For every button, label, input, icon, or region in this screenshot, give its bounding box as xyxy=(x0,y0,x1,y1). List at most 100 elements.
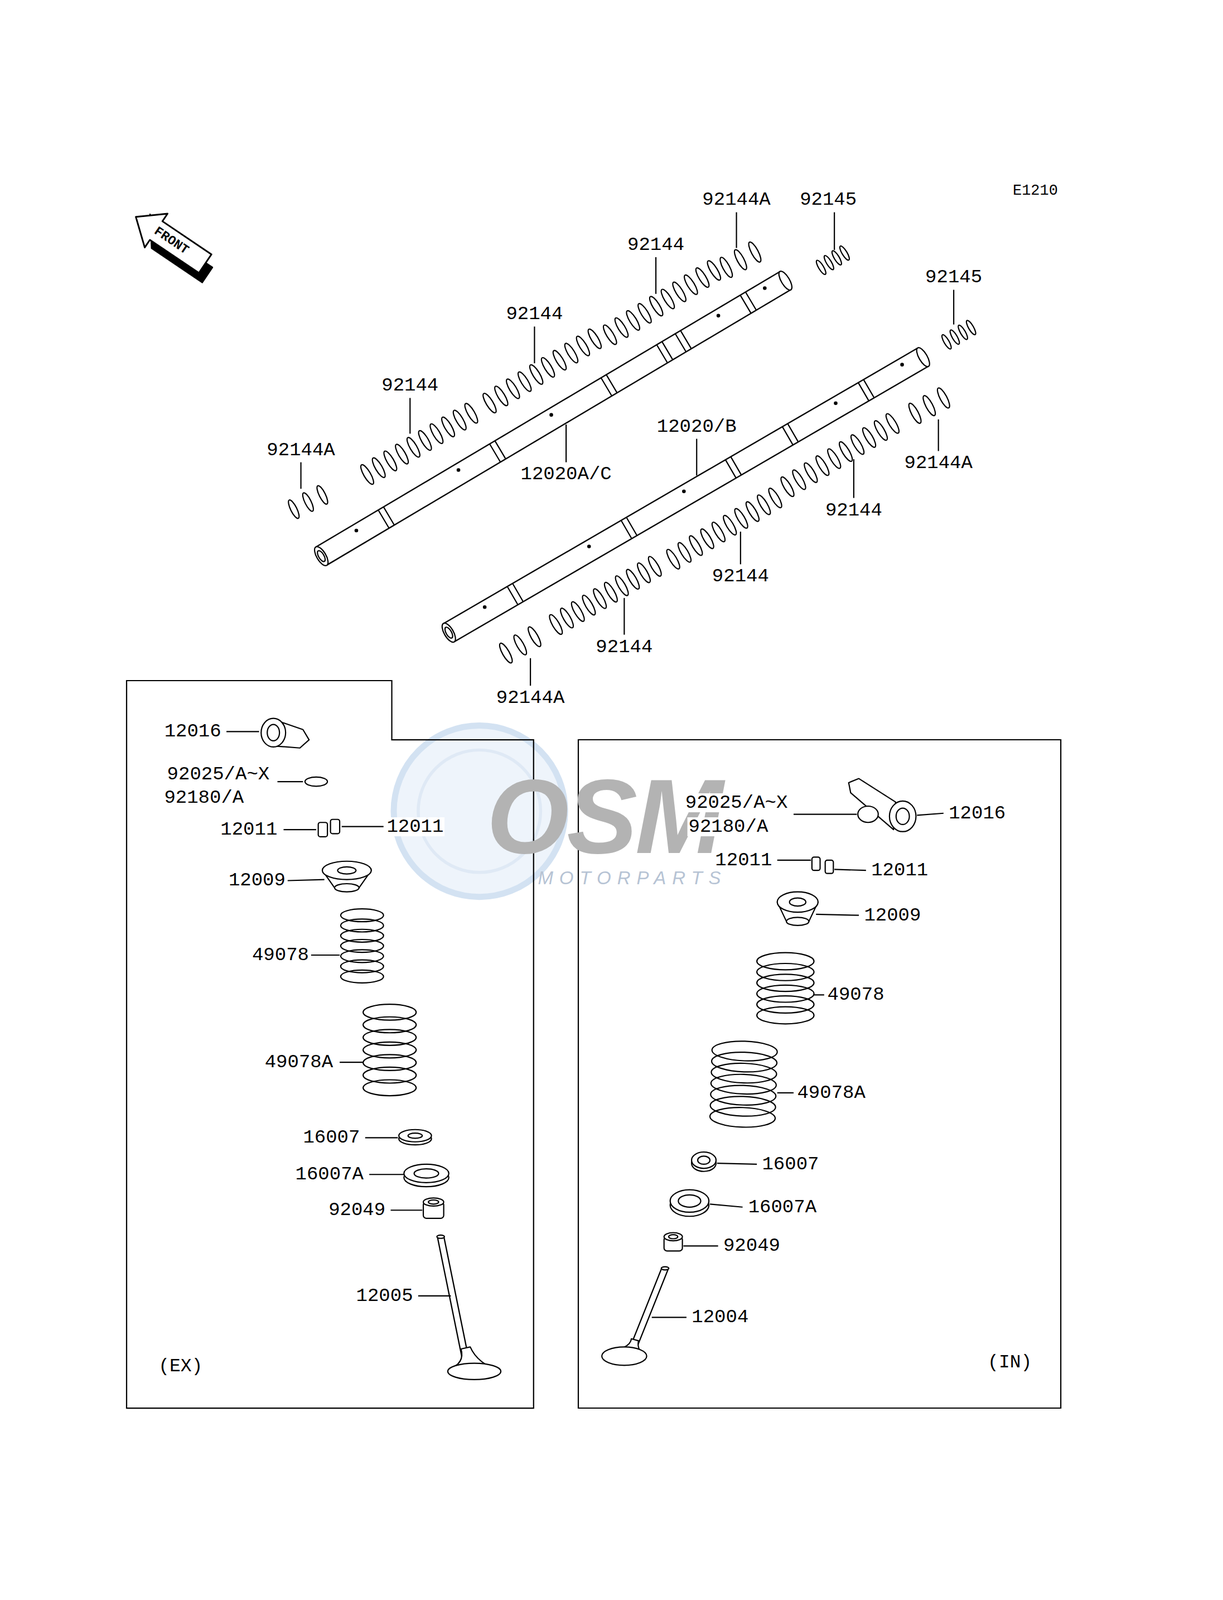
shim xyxy=(857,805,879,823)
rocker-arm xyxy=(889,800,917,832)
leader-line xyxy=(953,289,955,325)
spring-coil xyxy=(711,1050,778,1073)
spring-coil xyxy=(746,240,764,264)
callout-number: 12016 xyxy=(163,721,223,741)
callout-number: 92144 xyxy=(380,375,440,395)
spring-coil xyxy=(709,1095,776,1118)
spring-coil xyxy=(527,363,545,386)
callout-number: 92144 xyxy=(504,304,564,324)
spring-coil xyxy=(693,266,712,289)
spring-coil xyxy=(778,475,796,499)
leader-line xyxy=(369,1173,404,1175)
leader-line xyxy=(390,1209,423,1211)
spring-coil xyxy=(790,468,808,492)
front-arrow xyxy=(124,199,224,285)
shaft-bore xyxy=(443,625,454,640)
callout-number: 12020A/C xyxy=(519,464,613,484)
leader-line xyxy=(529,658,531,686)
oil-hole xyxy=(483,605,486,608)
spring-coil xyxy=(601,323,619,347)
spring-coil xyxy=(363,1016,417,1033)
spring-coil xyxy=(340,929,384,942)
shaft-band xyxy=(606,374,618,393)
shaft-body xyxy=(321,280,786,557)
spring-coil xyxy=(382,449,400,473)
shaft-spring xyxy=(664,486,785,570)
box-outline xyxy=(126,680,534,1408)
callout-number: 49078A xyxy=(795,1083,867,1102)
spring-coil xyxy=(711,1040,778,1062)
leader-line xyxy=(916,813,944,816)
callout-number: 16007 xyxy=(760,1154,820,1174)
oil-hole xyxy=(682,490,685,493)
valve-cotter xyxy=(330,819,340,834)
spring-coil xyxy=(766,486,785,510)
oil-hole xyxy=(549,413,553,416)
spring-coil xyxy=(756,973,814,992)
callout-number: 12011 xyxy=(385,817,445,836)
callout-number: 92049 xyxy=(722,1235,782,1255)
leader-line xyxy=(365,1136,399,1138)
stem-seal xyxy=(668,1234,678,1239)
spring-coil xyxy=(813,453,831,477)
spring-coil xyxy=(574,334,592,358)
shaft-band xyxy=(512,583,524,602)
spring-coil xyxy=(363,1079,417,1096)
spring-coil xyxy=(687,534,705,558)
valve-cotter xyxy=(811,856,821,870)
spring-coil xyxy=(586,327,604,351)
watermark: OSM xyxy=(486,762,722,869)
spring-retainer xyxy=(337,866,356,874)
rocker-arm xyxy=(848,778,896,830)
spring-coil xyxy=(732,248,749,272)
spring-coil xyxy=(646,554,664,578)
spring-seat xyxy=(691,1151,717,1168)
stem-seal xyxy=(423,1197,444,1206)
spring-ring xyxy=(286,484,330,520)
spring-coil xyxy=(497,641,515,665)
leader-line xyxy=(287,879,325,881)
rocker-shaft xyxy=(311,269,795,568)
spring-coil xyxy=(404,435,423,459)
spring-coil xyxy=(363,1003,417,1021)
callout-number: 92025/A~X xyxy=(684,793,790,812)
spring-coil xyxy=(427,422,446,446)
spring-coil xyxy=(848,433,867,457)
callout-number: 16007A xyxy=(747,1197,818,1217)
leader-line xyxy=(777,859,811,861)
spring-coil xyxy=(340,908,384,922)
leader-lines xyxy=(226,211,954,1317)
spring-coil xyxy=(370,456,388,480)
leader-line xyxy=(409,397,411,434)
callout-number: 16007A xyxy=(294,1164,365,1184)
spring-seat xyxy=(398,1129,432,1142)
spring-coil xyxy=(647,294,665,318)
leader-line xyxy=(695,438,698,476)
spring-coil xyxy=(935,386,952,410)
leader-line xyxy=(853,458,855,499)
spring-coil xyxy=(698,527,717,550)
oil-hole xyxy=(457,468,460,471)
shaft-spring xyxy=(358,401,480,486)
valve-stem xyxy=(634,1268,666,1345)
spring-coil xyxy=(756,952,814,970)
spring-seat xyxy=(697,1155,710,1164)
valve-spring-outer xyxy=(709,1040,778,1129)
spring-coil xyxy=(721,513,739,537)
spring-coil xyxy=(363,1028,417,1046)
spring-coil xyxy=(525,625,543,649)
spring-coil xyxy=(710,1072,777,1095)
spring-retainer xyxy=(786,916,809,926)
spring-ring xyxy=(906,386,952,425)
stem-seal xyxy=(664,1232,683,1241)
rocker-shaft xyxy=(439,345,932,645)
leader-line xyxy=(311,954,340,956)
leader-line xyxy=(740,531,742,565)
spring-coil xyxy=(393,442,411,466)
spring-coil xyxy=(756,963,814,981)
shaft-band xyxy=(745,291,757,311)
shaft-body xyxy=(448,356,923,633)
spring-coil xyxy=(709,1105,776,1128)
spring-coil xyxy=(675,540,694,564)
callout-number: 92145 xyxy=(798,190,858,210)
